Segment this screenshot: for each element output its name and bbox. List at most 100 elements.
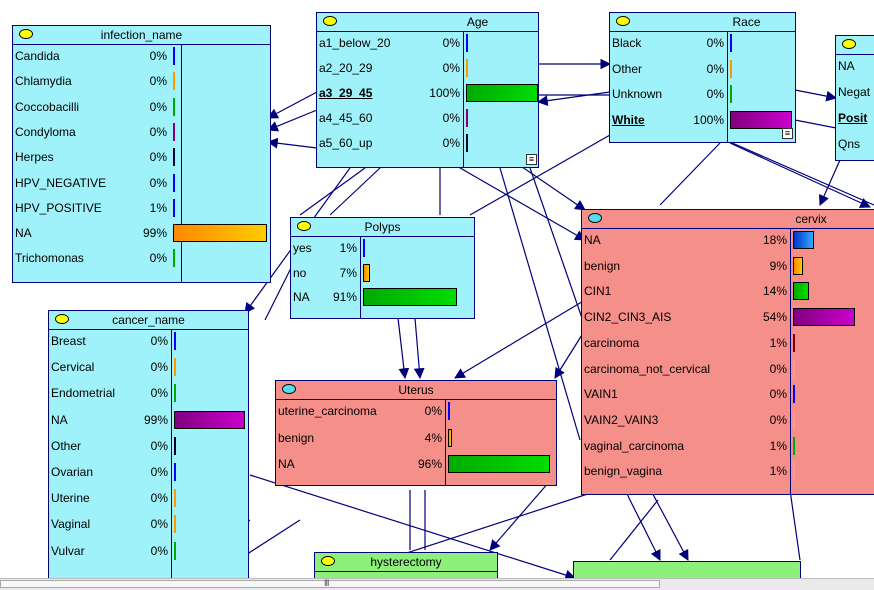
state-percent: 0% [150, 386, 168, 401]
ellipse-icon [282, 384, 296, 394]
state-label: a1_below_20 [319, 36, 391, 50]
node-header[interactable]: infection_name [13, 26, 270, 45]
node-header[interactable]: Age [317, 13, 538, 32]
probability-bar [174, 332, 176, 350]
horizontal-scrollbar[interactable]: III [0, 578, 874, 590]
state-row[interactable]: NA [836, 55, 874, 78]
state-percent: 0% [149, 150, 167, 165]
node-title: Polyps [364, 220, 401, 234]
state-label: a3_29_45 [319, 86, 373, 100]
ellipse-icon [323, 16, 337, 26]
scrollbar-thumb[interactable]: III [0, 578, 660, 588]
state-row[interactable]: Endometrial 0% [49, 382, 248, 405]
probability-bar [173, 72, 175, 91]
state-label: HPV_POSITIVE [15, 200, 102, 215]
probability-bar [793, 436, 795, 455]
probability-bar [174, 541, 176, 560]
state-percent: 0% [149, 251, 167, 266]
ellipse-icon [588, 213, 602, 223]
probability-bar [363, 288, 457, 306]
node-title: cervix [795, 212, 827, 226]
state-percent: 4% [424, 430, 442, 445]
node-header[interactable] [836, 36, 874, 55]
state-label: White [612, 112, 645, 127]
state-label: Posit [838, 111, 868, 125]
state-label: Condyloma [15, 124, 76, 139]
probability-bar [173, 97, 175, 116]
state-row[interactable]: Qns [836, 133, 874, 156]
state-row[interactable]: Herpes 0% [13, 146, 270, 169]
state-row[interactable]: Negat [836, 81, 874, 104]
state-row[interactable]: Posit [836, 107, 874, 130]
expand-icon[interactable]: ≡ [782, 128, 793, 139]
node-header[interactable]: hysterectomy [315, 553, 497, 572]
state-label: Ovarian [51, 465, 94, 479]
node-header[interactable]: cervix [582, 210, 874, 229]
node-header[interactable]: Polyps [291, 218, 474, 237]
node-header[interactable]: cancer_name [49, 311, 248, 330]
probability-bar [363, 239, 365, 257]
probability-bar [363, 263, 370, 282]
state-percent: 1% [769, 335, 787, 350]
node-header[interactable]: Race [610, 13, 795, 32]
state-percent: 0% [149, 49, 167, 63]
expand-icon[interactable]: ≡ [526, 154, 537, 165]
state-label: Endometrial [51, 386, 116, 401]
bar-column [181, 45, 182, 282]
state-label: CIN1 [584, 284, 612, 299]
state-label: Herpes [15, 150, 54, 165]
state-label: Other [612, 61, 643, 76]
node-header[interactable]: Uterus [276, 381, 556, 400]
state-percent: 1% [339, 241, 357, 255]
